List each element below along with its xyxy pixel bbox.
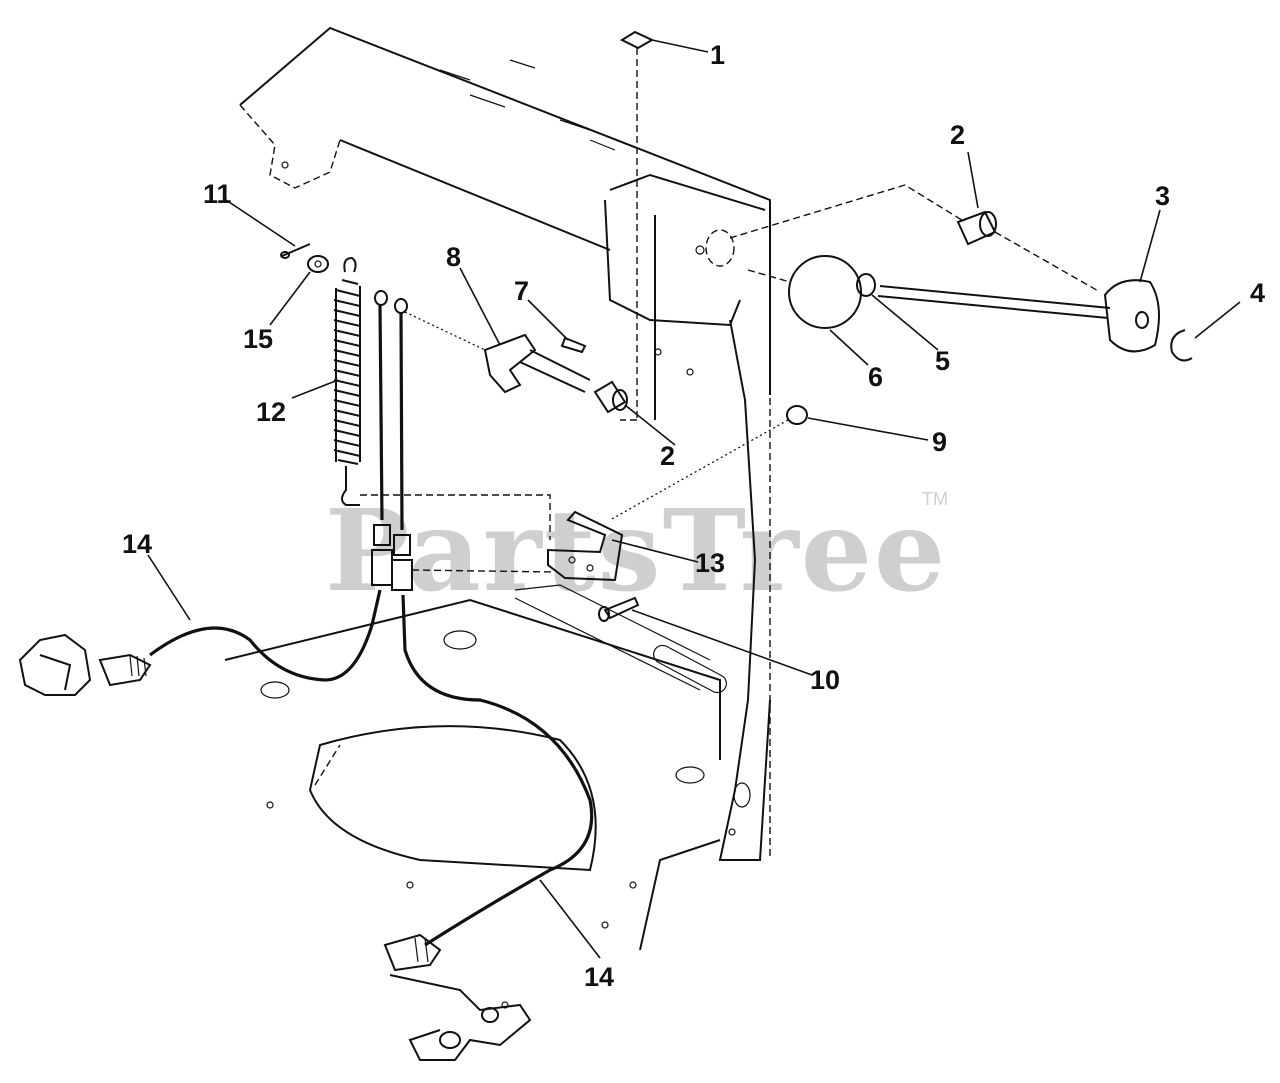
part-9-nut (609, 405, 808, 521)
part-8-lever-arm (404, 311, 591, 394)
watermark-trademark: TM (922, 489, 948, 509)
callout-7: 7 (514, 276, 529, 306)
assembly-lines-right (705, 184, 1101, 293)
part-5-nut (856, 273, 876, 297)
part-14-cables (149, 290, 594, 947)
part-6-knob (788, 255, 862, 329)
callout-1: 1 (710, 40, 725, 70)
callout-11: 11 (203, 179, 232, 209)
left-cable-end (18, 633, 152, 696)
callout-labels: 1 2 3 4 5 6 7 8 9 10 11 12 13 14 15 2 14 (122, 40, 1265, 992)
part-3-lever (877, 279, 1160, 353)
part-11-cotter-pin (280, 243, 311, 259)
part-2-bushing-lower (593, 380, 628, 414)
callout-5: 5 (935, 346, 950, 376)
callout-9: 9 (932, 427, 947, 457)
part-12-spring (333, 256, 551, 540)
watermark-text: PartsTree (325, 486, 947, 617)
part-13-bracket (547, 510, 624, 582)
callout-2-upper: 2 (950, 120, 965, 150)
callout-13: 13 (695, 548, 725, 578)
part-7-pin (560, 336, 587, 354)
base-plate (224, 584, 727, 1009)
callout-10: 10 (810, 665, 840, 695)
dash-panel (239, 26, 771, 420)
callout-8: 8 (446, 242, 461, 272)
part-15-washer (307, 255, 329, 273)
callout-4: 4 (1250, 278, 1265, 308)
part-4-ring (1170, 329, 1193, 362)
callout-14-bottom: 14 (584, 962, 614, 992)
callout-2-lower: 2 (660, 441, 675, 471)
callout-14-left: 14 (122, 529, 152, 559)
side-frame (639, 200, 771, 951)
callout-3: 3 (1155, 181, 1170, 211)
part-2-bushing-upper (956, 210, 997, 246)
callout-15: 15 (243, 324, 273, 354)
callout-12: 12 (256, 397, 286, 427)
bottom-cable-end (383, 933, 532, 1061)
part-10-bolt (598, 596, 640, 622)
leader-lines (147, 39, 1241, 959)
callout-6: 6 (868, 362, 883, 392)
part-1-plug (619, 30, 655, 421)
